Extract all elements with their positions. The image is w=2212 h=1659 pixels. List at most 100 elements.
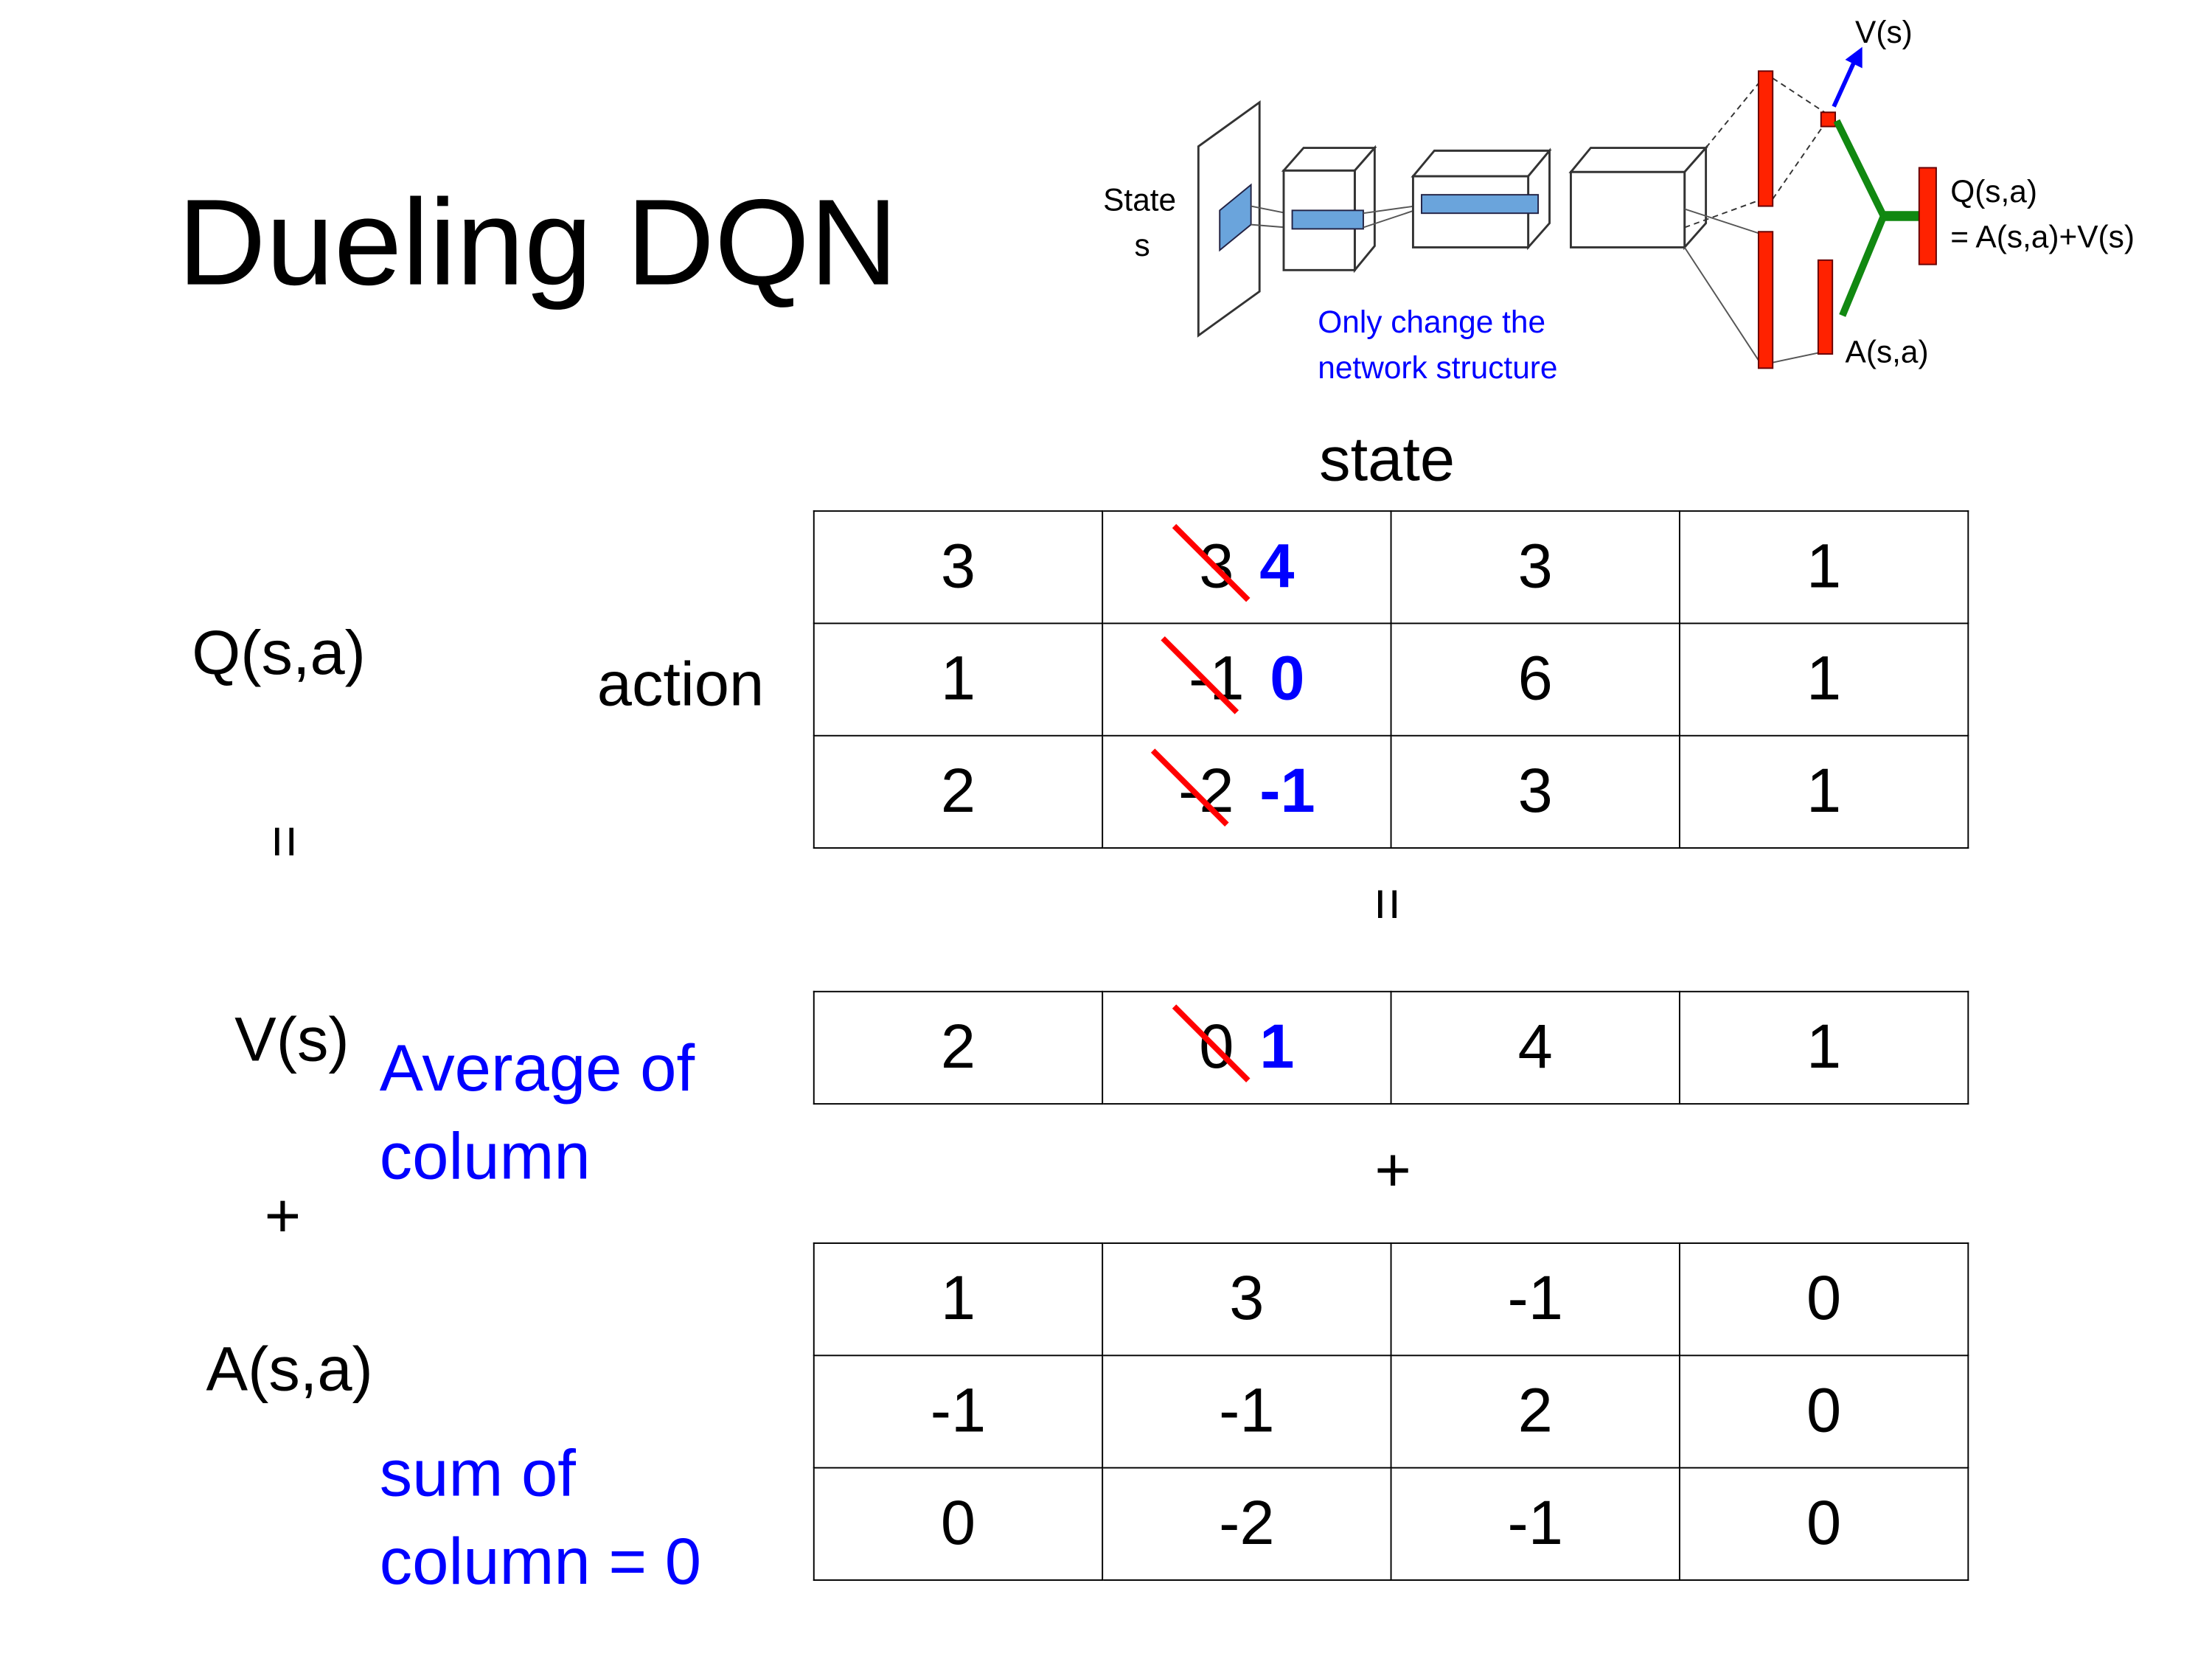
table-cell: 3 — [1102, 1242, 1392, 1357]
old-value: -1 — [1161, 636, 1245, 714]
connection-line — [1363, 209, 1415, 229]
q-label: Q(s,a) — [192, 618, 366, 689]
table-row: 33431 — [813, 510, 1969, 625]
state-axis-label: state — [1319, 425, 1455, 495]
table-cell: 1 — [1678, 990, 1969, 1105]
value-stream-layer — [1757, 70, 1774, 207]
table-cell: 1 — [1678, 734, 1969, 849]
old-value-text: -2 — [1178, 756, 1234, 827]
old-value: 0 — [1171, 1004, 1250, 1083]
connection-line — [1251, 223, 1287, 229]
table-cell: 34 — [1102, 510, 1392, 625]
table-cell: -2 — [1102, 1467, 1392, 1581]
connection-line — [1773, 352, 1820, 364]
new-value: 4 — [1259, 532, 1295, 602]
merge-lines — [1833, 119, 1888, 317]
table-cell: -1 — [1390, 1242, 1680, 1357]
table-row: 20141 — [813, 990, 1969, 1105]
table-cell: 0 — [1678, 1354, 1969, 1469]
connection-line — [1251, 205, 1287, 215]
table-cell: 0 — [1678, 1242, 1969, 1357]
action-axis-label: action — [597, 650, 765, 720]
table-cell: 0 — [813, 1467, 1104, 1581]
v-table: 20141 — [813, 990, 1969, 1105]
table-cell: 01 — [1102, 990, 1392, 1105]
advantage-output — [1817, 259, 1834, 355]
conv-layer-1 — [1281, 145, 1377, 274]
a-label: A(s,a) — [206, 1335, 373, 1405]
old-value: 3 — [1171, 524, 1250, 602]
connection-line — [1683, 246, 1764, 367]
table-cell: 3 — [1390, 510, 1680, 625]
slide-title: Dueling DQN — [178, 175, 898, 312]
table-cell: 3 — [813, 510, 1104, 625]
advantage-stream-layer — [1757, 231, 1774, 369]
connection-line — [1772, 77, 1828, 115]
v-note-line2: column — [379, 1119, 591, 1193]
equals-sign: = — [252, 824, 316, 858]
value-arrow — [1832, 58, 1857, 108]
q-output — [1918, 167, 1937, 265]
table-cell: 6 — [1390, 622, 1680, 737]
connection-line — [1772, 120, 1828, 200]
conv-kernel-2 — [1291, 209, 1364, 230]
table-cell: 4 — [1390, 990, 1680, 1105]
table-cell: 1 — [813, 622, 1104, 737]
equals-left: = — [253, 813, 316, 870]
old-value: -2 — [1150, 748, 1234, 827]
value-output — [1820, 111, 1837, 128]
value-label: V(s) — [1855, 15, 1913, 49]
plus-center: + — [1374, 1135, 1411, 1206]
note-line2: network structure — [1318, 350, 1557, 385]
state-label: State — [1103, 182, 1176, 217]
strikethrough-mark — [1161, 636, 1239, 714]
table-cell: 1 — [1678, 510, 1969, 625]
table-cell: 0 — [1678, 1467, 1969, 1581]
table-cell: -1 0 — [1102, 622, 1392, 737]
a-note-line1: sum of — [379, 1436, 576, 1510]
connection-line — [1363, 205, 1415, 215]
new-value: 1 — [1259, 1012, 1295, 1082]
q-formula: = A(s,a)+V(s) — [1950, 219, 2135, 254]
table-cell: 2 — [1390, 1354, 1680, 1469]
table-cell: 3 — [1390, 734, 1680, 849]
strikethrough-mark — [1150, 748, 1229, 827]
table-cell: -2 -1 — [1102, 734, 1392, 849]
connection-line — [1684, 198, 1764, 229]
dueling-network-diagram: State s — [1103, 15, 2135, 385]
equals-sign: = — [1355, 887, 1419, 921]
state-var: s — [1135, 228, 1150, 262]
note-line1: Only change the — [1318, 305, 1545, 339]
equals-center: = — [1356, 876, 1419, 933]
table-cell: -1 — [813, 1354, 1104, 1469]
table-cell: 2 — [813, 990, 1104, 1105]
conv-kernel-3 — [1421, 194, 1540, 215]
advantage-label: A(s,a) — [1846, 335, 1929, 369]
connection-line — [1684, 208, 1764, 236]
plus-left: + — [264, 1181, 302, 1251]
strikethrough-mark — [1171, 524, 1250, 602]
connection-line — [1705, 77, 1764, 149]
old-value-text: -1 — [1189, 644, 1245, 714]
table-cell: -1 — [1102, 1354, 1392, 1469]
conv-layer-3 — [1568, 145, 1708, 251]
value-arrow-head — [1845, 46, 1863, 69]
table-cell: 1 — [1678, 622, 1969, 737]
table-cell: 1 — [813, 1242, 1104, 1357]
table-cell: -1 — [1390, 1467, 1680, 1581]
v-label: V(s) — [234, 1005, 349, 1075]
new-value: 0 — [1270, 644, 1305, 714]
a-note-line2: column = 0 — [379, 1523, 702, 1599]
new-value: -1 — [1259, 756, 1315, 827]
table-cell: 2 — [813, 734, 1104, 849]
v-note-line1: Average of — [379, 1030, 695, 1105]
strikethrough-mark — [1171, 1004, 1250, 1083]
